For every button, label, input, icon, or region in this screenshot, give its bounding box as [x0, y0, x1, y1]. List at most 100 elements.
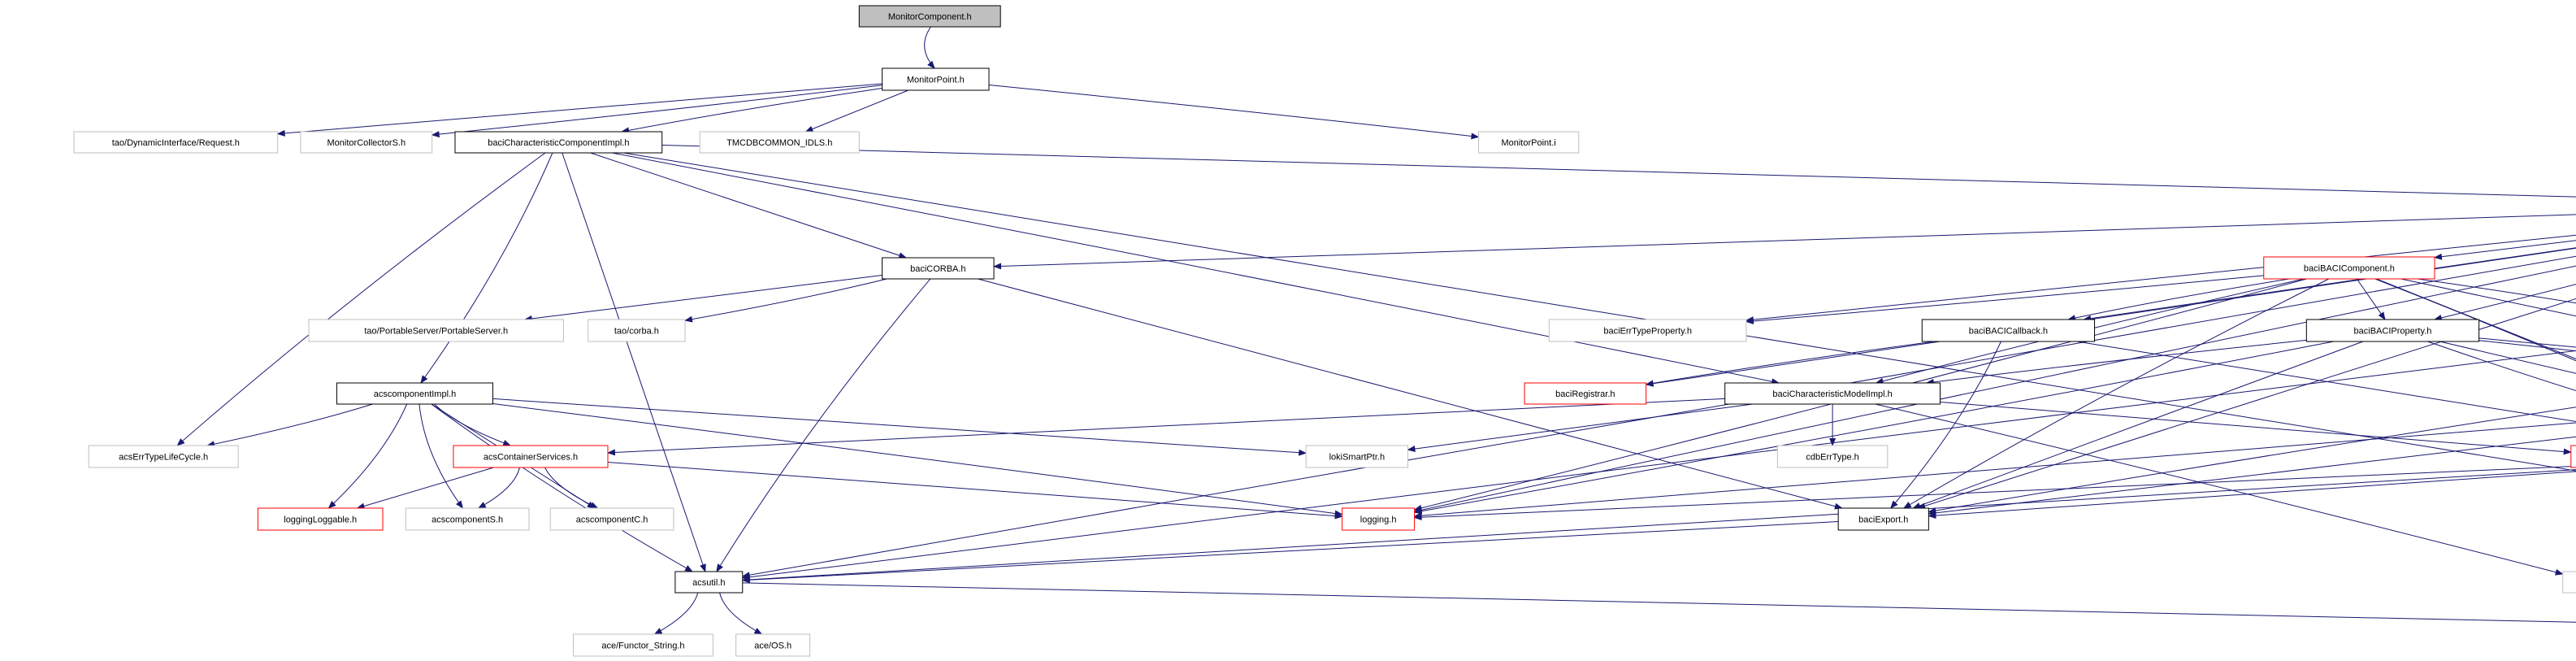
edge-acsutil-to-FunctorString	[653, 592, 699, 635]
node-label: baciBACICallback.h	[1969, 327, 2048, 337]
node-baciCharCompImpl[interactable]: baciCharacteristicComponentImpl.h	[454, 131, 663, 154]
edge-acscomponentImpl-to-acsErrTypeLifeCycle	[206, 403, 373, 448]
node-label: baciCharacteristicComponentImpl.h	[488, 138, 629, 148]
edge-baciCharModelImpl-to-odbDAONode	[1940, 402, 2572, 455]
node-baciCharModelImpl[interactable]: baciCharacteristicModelImpl.h	[1724, 382, 1941, 405]
node-acscomponentS[interactable]: acscomponentS.h	[405, 507, 530, 531]
node-MonitorPoint[interactable]: MonitorPoint.h	[882, 67, 990, 91]
edge-baciBACIProperty-to-baciCharModelImpl	[1925, 339, 2307, 385]
node-box	[858, 5, 1001, 28]
node-odbErrType[interactable]: cdbErrType.h	[1776, 445, 1889, 468]
node-baciBACICallback[interactable]: baciBACICallback.h	[1921, 319, 2096, 342]
edge-MonitorComponent-to-MonitorPoint	[924, 26, 935, 69]
edge-baciBACIMonitor-to-baciExport	[1928, 436, 2576, 516]
node-baciExport[interactable]: baciExport.h	[1837, 507, 1929, 531]
node-odbDAONode[interactable]: cdbDAONode.h	[2570, 445, 2576, 468]
edge-baciCharModelImpl-to-lokiSmartPtr	[1407, 403, 1753, 452]
edge-acscomponentImpl-to-acsContainerServices	[434, 403, 512, 446]
node-Request[interactable]: tao/DynamicInterface/Request.h	[73, 131, 279, 154]
node-box	[549, 507, 674, 531]
node-TMCDB[interactable]: TMCDBCOMMON_IDLS.h	[699, 131, 860, 154]
edge-baciValue-to-baciExport	[1928, 471, 2576, 520]
node-label: baciExport.h	[1858, 515, 1908, 525]
edge-baciValue-to-logging	[1413, 465, 2576, 521]
edge-baciBACIComponent-to-baciBACIProperty	[2356, 278, 2386, 320]
node-baciCORBA[interactable]: baciCORBA.h	[882, 257, 995, 280]
node-MonitorPointI[interactable]: MonitorPoint.i	[1477, 131, 1580, 154]
node-box	[674, 571, 744, 594]
edge-baci-to-baciBACIComponent	[2434, 240, 2576, 260]
edge-MonitorPoint-to-Request	[276, 83, 883, 137]
node-box	[2305, 319, 2480, 342]
edge-acsContainerServices-to-acscomponentS	[477, 467, 520, 509]
node-label: baciBACIProperty.h	[2354, 327, 2432, 337]
node-box	[735, 633, 811, 657]
edge-baci-to-baciErrTypeProperty	[1745, 233, 2576, 324]
edge-baciCharCompImpl-to-baciCORBA	[590, 152, 908, 259]
node-baciS[interactable]: baciS.h	[2562, 571, 2576, 594]
node-acsutil[interactable]: acsutil.h	[674, 571, 744, 594]
edge-acscomponentImpl-to-logging	[492, 403, 1343, 517]
node-baciRegistrar[interactable]: baciRegistrar.h	[1524, 382, 1647, 405]
node-acsContainerServices[interactable]: acsContainerServices.h	[453, 445, 609, 468]
node-box	[1477, 131, 1580, 154]
edge-baciCharModelImpl-to-baciS	[1875, 403, 2564, 576]
edge-baciCharModelImpl-to-acsContainerServices	[606, 398, 1725, 456]
edge-MonitorPoint-to-MonitorPointI	[988, 84, 1480, 140]
node-label: ace/OS.h	[754, 641, 791, 651]
node-box	[2263, 256, 2435, 280]
node-MonitorCollectorS[interactable]: MonitorCollectorS.h	[300, 131, 433, 154]
edge-baci-to-baciExport	[1917, 298, 2576, 510]
edge-acsutil-to-aceOS	[719, 592, 763, 635]
edge-baciCORBA-to-PortableServer	[523, 275, 883, 322]
node-taocorba[interactable]: tao/corba.h	[588, 319, 686, 342]
node-box	[588, 319, 686, 342]
node-box	[454, 131, 663, 154]
node-PortableServer[interactable]: tao/PortableServer/PortableServer.h	[308, 319, 564, 342]
node-box	[308, 319, 564, 342]
node-acscomponentImpl[interactable]: acscomponentImpl.h	[336, 382, 493, 405]
node-box	[1724, 382, 1941, 405]
node-label: ace/Functor_String.h	[601, 641, 684, 651]
node-label: MonitorComponent.h	[888, 12, 972, 22]
node-baciErrTypeProperty[interactable]: baciErrTypeProperty.h	[1548, 319, 1747, 342]
edge-baciCharCompImpl-to-baciCharModelImpl	[612, 152, 1780, 385]
edge-acsContainerServices-to-acscomponentC	[544, 467, 599, 509]
node-box	[2562, 571, 2576, 594]
node-box	[1305, 445, 1409, 468]
node-box	[1524, 382, 1647, 405]
edge-MonitorPoint-to-TMCDB	[804, 89, 909, 133]
node-lokiSmartPtr[interactable]: lokiSmartPtr.h	[1305, 445, 1409, 468]
node-label: acscomponentC.h	[576, 515, 648, 525]
node-baciBACIProperty[interactable]: baciBACIProperty.h	[2305, 319, 2480, 342]
node-box	[257, 507, 384, 531]
node-box	[573, 633, 713, 657]
node-label: baciCORBA.h	[910, 264, 965, 274]
edge-baciBACIComponent-to-baciBACIAction	[2417, 278, 2576, 304]
node-box	[699, 131, 860, 154]
edge-baciBACIProperty-to-baciValue	[2427, 341, 2576, 392]
edge-baciCharCompImpl-to-baci	[661, 144, 2576, 198]
edge-baciBACICallback-to-baciValue	[2076, 341, 2576, 423]
node-box	[1776, 445, 1889, 468]
node-baciBACIComponent[interactable]: baciBACIComponent.h	[2263, 256, 2435, 280]
node-label: acscomponentS.h	[432, 515, 503, 525]
node-logging[interactable]: logging.h	[1342, 507, 1416, 531]
node-box	[882, 257, 995, 280]
node-MonitorComponent[interactable]: MonitorComponent.h	[858, 5, 1001, 28]
node-label: baciBACIComponent.h	[2304, 264, 2395, 274]
node-label: MonitorCollectorS.h	[327, 138, 406, 148]
node-acsErrTypeLifeCycle[interactable]: acsErrTypeLifeCycle.h	[88, 445, 239, 468]
node-box	[1548, 319, 1747, 342]
node-loggingLoggable[interactable]: loggingLoggable.h	[257, 507, 384, 531]
node-FunctorString[interactable]: ace/Functor_String.h	[573, 633, 713, 657]
edge-baciBACIProperty-to-baciBACIMonitor	[2478, 340, 2576, 352]
edge-baciCharCompImpl-to-acscomponentImpl	[420, 152, 553, 384]
node-aceOS[interactable]: ace/OS.h	[735, 633, 811, 657]
node-acscomponentC[interactable]: acscomponentC.h	[549, 507, 674, 531]
edge-baciValue-to-acsutil	[741, 469, 2576, 583]
node-label: MonitorPoint.h	[907, 76, 965, 85]
edge-MonitorPoint-to-MonitorCollectorS	[431, 85, 883, 138]
